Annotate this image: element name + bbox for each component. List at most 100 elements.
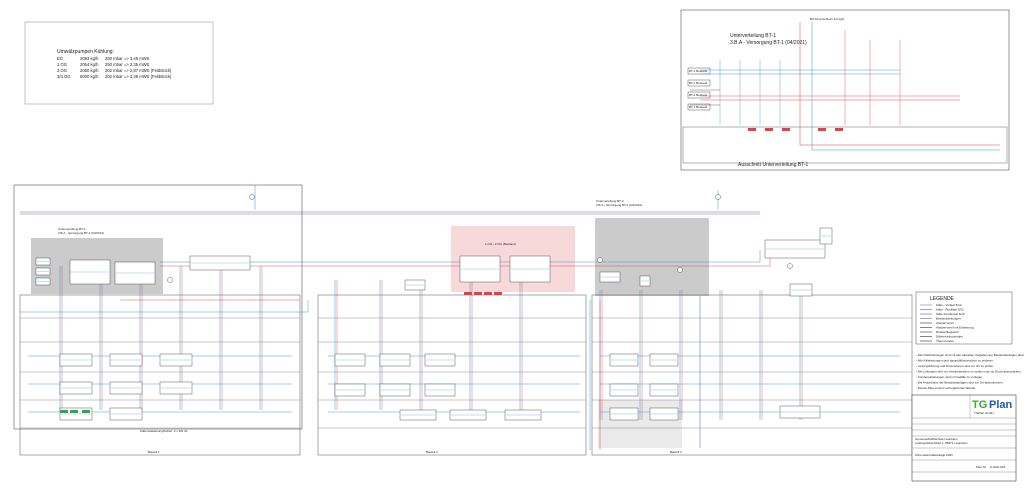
detail-header-return: [700, 95, 960, 101]
notes-row-floor: 3/4.OG: [57, 74, 71, 79]
legend-item-label: Bestandsleitungen: [936, 317, 961, 321]
red-tag: [494, 292, 502, 295]
legend-item-label: Kälte - Rücklauf 6/12: [936, 308, 964, 312]
red-tag: [765, 128, 773, 131]
detail-sheet: BS-Kk Anschluss 1/2 kg/h Unterverteilung…: [680, 9, 1010, 171]
notes-row-floor: EG: [57, 56, 63, 61]
logo-plan: Plan: [989, 399, 1013, 411]
notes-row-flow: 6000 kg/h: [80, 74, 99, 79]
note-line: - Leitungsführung und Dimensionen sind v…: [916, 364, 994, 368]
legend-item-label: Absperrventil: [936, 321, 954, 325]
legend-item-label: Kälte Kondensat 6/12: [936, 312, 965, 316]
drawing-title: Schemata Kälteanlage 2023: [915, 453, 953, 457]
building-label-1: Bauteil 1: [148, 450, 160, 454]
detail-tag-box: [687, 79, 711, 87]
pump-symbol: [167, 277, 173, 283]
red-tag: [748, 128, 756, 131]
legend-item-label: Thermometer: [936, 339, 954, 343]
notes-row-flow: 2050 kg/h: [80, 68, 99, 73]
green-tag: [82, 410, 90, 413]
pump-symbol: [597, 257, 603, 263]
building-frame: [591, 294, 913, 456]
notes-row-floor: 1.OG: [57, 62, 67, 67]
pink-zone-label: 1.OG - 2.OG (Bestand): [485, 242, 516, 246]
detail-pipework: [690, 22, 1000, 151]
detail-top-label: BS-Kk Anschluss 1/2 kg/h: [810, 17, 845, 21]
title-block-rows: [912, 395, 1016, 473]
legend-item-label: Differenzdruckregler: [936, 335, 963, 339]
pump-symbol: [715, 194, 721, 200]
pump-symbol: [787, 263, 793, 269]
plan-no-label: Plan-Nr.: [976, 465, 987, 469]
detail-tag-box: [687, 91, 711, 99]
dist-left-title: Unterverteilung BT-1: [58, 227, 86, 231]
project-line2: Ludwig-Rebel-Platz 1, 88471 Laupheim: [915, 441, 968, 445]
notes-row-pressure: 250 mbar => 3,45 mWS: [105, 56, 150, 61]
detail-tag-box: [687, 103, 711, 111]
pump-symbol: [249, 194, 255, 200]
detail-tag-label: BT-1 Bestand: [689, 81, 708, 85]
legend-item-label: Absperrventil mit Entleerung: [936, 326, 974, 330]
detail-tag-label: BT-1 Bestand: [689, 105, 708, 109]
building-label-2: Bauteil 2: [426, 450, 438, 454]
building-frame: [19, 294, 301, 456]
detail-subtitle: 3.B.A - Versorgung BT-1 (04/2021): [730, 40, 807, 46]
red-tag: [484, 292, 492, 295]
green-tag: [70, 410, 78, 413]
detail-tag-label: BT-1 Bestand: [689, 69, 708, 73]
notes-row-pressure: 202 mbar => 3,38 mWS (Feldstück): [105, 74, 172, 79]
detail-title: Unterverteilung BT-1: [730, 33, 776, 39]
notes-box-title: Umwälzpumpen Kühlung:: [57, 49, 114, 55]
building-frame: [317, 294, 587, 456]
note-line: - Alle Leitungen sind vor Inbetriebnahme…: [916, 370, 1022, 374]
detail-caption: Ausschnitt Unterverteilung BT-1: [738, 162, 809, 168]
notes-box: Umwälzpumpen Kühlung: EG 2093 kg/h 250 m…: [24, 21, 214, 105]
notes-row-flow: 2054 kg/h: [80, 62, 99, 67]
plan-no: K-SCH-001: [990, 465, 1006, 469]
red-tag: [782, 128, 790, 131]
note-line: - Kondensatleitungen sind mit Gefälle zu…: [916, 375, 983, 379]
detail-branches: [719, 60, 781, 125]
note-line: - Alle Kälteleitungen sind dampfdiffusio…: [916, 359, 994, 363]
red-tag: [835, 128, 843, 131]
note-line: - Alle Fließrichtungen sind mit den aktu…: [916, 353, 1024, 357]
detail-riser: [799, 22, 1000, 146]
project-line1: Gemeinschaftsschule Laupheim: [915, 437, 958, 441]
detail-tag-lines: [690, 89, 720, 106]
pump-symbol: [677, 267, 683, 273]
dist-center-title: Unterverteilung BT-2: [596, 199, 624, 203]
detail-branches-red: [844, 30, 901, 125]
legend-title: LEGENDE: [930, 296, 955, 302]
detail-riser-supply: [811, 22, 1000, 151]
notes-row-floor: 2.OG: [57, 68, 67, 73]
green-tag: [60, 410, 68, 413]
zone-bt2-distribution: [595, 218, 709, 296]
notes-box-rows: EG 2093 kg/h 250 mbar => 3,45 mWS 1.OG 2…: [57, 56, 172, 79]
notes-row-pressure: 250 mbar => 3,35 mWS: [105, 62, 150, 67]
building-label-3: Bauteil 3: [670, 450, 682, 454]
equipment: [35, 128, 843, 421]
bottom-note: Kältemittelleitung/Kühler: 2 x DN 40: [140, 429, 188, 433]
main-plan: Unterverteilung BT-1 3.B.A - Versorgung …: [13, 128, 913, 456]
note-line: - Die Anschlüsse der Bestandsanlagen sin…: [916, 381, 1004, 385]
dist-left-subtitle: 3.B.A - Versorgung BT-1 (04/2021): [58, 231, 104, 235]
title-block: TG Plan TGPlan GmbH Gemeinschaftsschule …: [911, 394, 1017, 482]
red-tag: [474, 292, 482, 295]
dist-center-subtitle: 3.B.A - Versorgung BT-2 (04/2021): [596, 203, 642, 207]
cross-supply: [160, 250, 761, 263]
company-name: TGPlan GmbH: [974, 411, 994, 415]
notes-row-pressure: 202 mbar => 2,87 mWS (Feldstück): [105, 68, 172, 73]
note-line: - Dieses Plan ersetzt vorhergehende Stän…: [916, 386, 976, 390]
building-sections: [19, 294, 913, 456]
detail-tag-label: BT-1 Bestand: [689, 93, 708, 97]
red-tag: [464, 292, 472, 295]
legend-item-label: Rückschlagventil: [936, 330, 959, 334]
legend-item-label: Kälte - Vorlauf 6/12: [936, 303, 962, 307]
logo-tg: TG: [972, 399, 987, 411]
general-notes: - Alle Fließrichtungen sind mit den aktu…: [916, 353, 1024, 390]
red-tag: [818, 128, 826, 131]
